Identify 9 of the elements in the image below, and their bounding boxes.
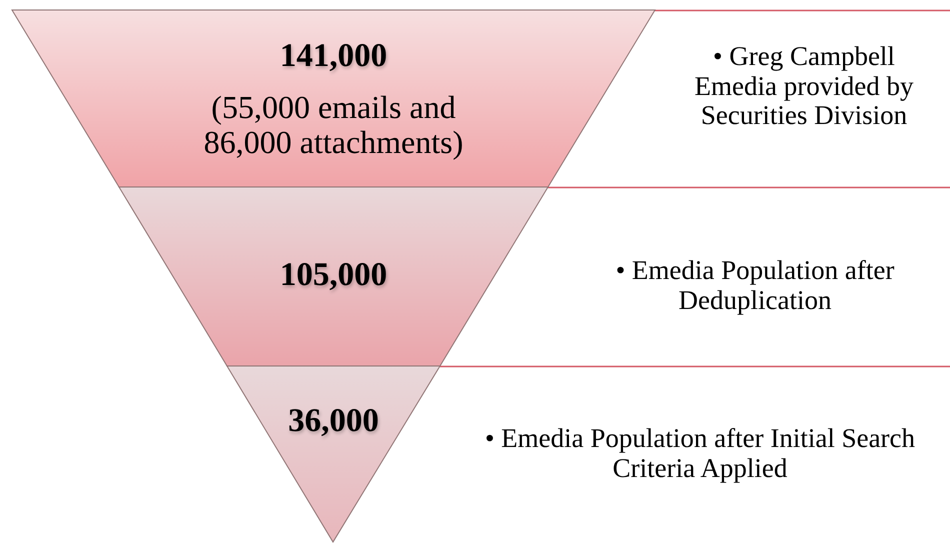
description-text: • Emedia Population after Initial Search Criteria Applied xyxy=(484,424,916,484)
count-value: 36,000 xyxy=(287,403,380,440)
description-text: • Emedia Population after Deduplication xyxy=(614,256,896,316)
funnel-segment xyxy=(12,10,655,187)
description-text: • Greg Campbell Emedia provided by Securities Division xyxy=(694,42,914,132)
funnel-segment xyxy=(227,366,440,542)
count-value: 105,000 xyxy=(278,257,388,294)
count-note: (55,000 emails and 86,000 attachments) xyxy=(202,90,464,160)
count-value: 141,000 xyxy=(278,38,388,74)
